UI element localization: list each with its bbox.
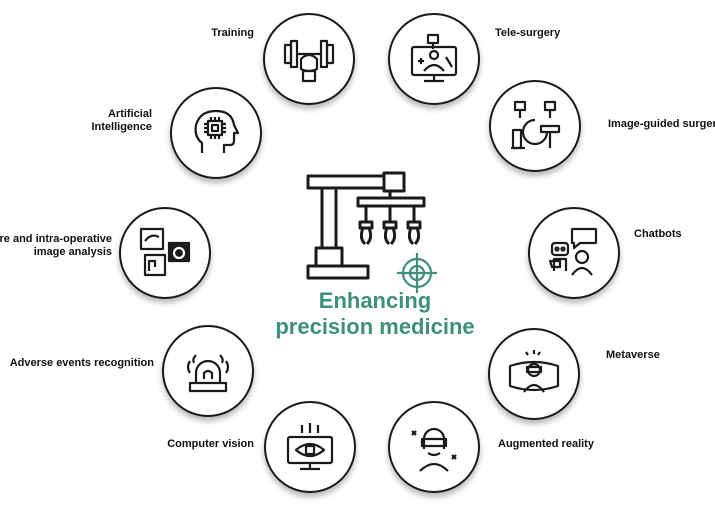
center-title-line-1: Enhancing [318, 288, 432, 313]
image-guided-label: Image-guided surgery [608, 118, 715, 130]
chatbots-node [528, 207, 620, 299]
ai-node [170, 87, 262, 179]
chatbot-icon [548, 227, 598, 276]
ar-headset-icon [411, 427, 457, 472]
medical-images-icon [139, 227, 191, 277]
eye-chip-monitor-icon [286, 423, 334, 471]
surgical-imaging-robot-icon [511, 100, 561, 150]
image-analysis-node [119, 207, 211, 299]
metaverse-label: Metaverse [606, 349, 660, 361]
image-analysis-label-line-2: image analysis [33, 246, 112, 258]
metaverse-node [488, 328, 580, 420]
computer-vision-node [264, 401, 356, 493]
center-title: Enhancing precision medicine [270, 288, 480, 340]
tele-surgery-label: Tele-surgery [495, 27, 561, 39]
brain-chip-icon [194, 109, 240, 153]
training-label: Training [211, 27, 254, 39]
kettlebell-icon [283, 39, 335, 83]
augmented-reality-node [388, 401, 480, 493]
vr-metaverse-icon [508, 350, 560, 393]
adverse-events-label: Adverse events recognition [9, 357, 154, 369]
tele-surgery-monitor-icon [410, 33, 458, 83]
augmented-reality-label: Augmented reality [498, 438, 594, 450]
image-guided-node [489, 80, 581, 172]
chatbots-label: Chatbots [634, 228, 682, 240]
center-title-line-2: precision medicine [275, 314, 475, 339]
surgical-robot-icon [306, 171, 426, 280]
adverse-events-node [162, 325, 254, 417]
image-analysis-label-line-1: Pre and intra-operative [0, 233, 112, 245]
alarm-light-icon [186, 354, 230, 393]
target-crosshair-icon [397, 253, 437, 293]
training-node [263, 13, 355, 105]
ai-label-line-1: Artificial [107, 108, 152, 120]
ai-label: Artificial Intelligence [91, 108, 152, 134]
computer-vision-label: Computer vision [167, 438, 254, 450]
image-analysis-label: Pre and intra-operative image analysis [0, 233, 112, 259]
tele-surgery-node [388, 13, 480, 105]
ai-label-line-2: Intelligence [91, 121, 152, 133]
